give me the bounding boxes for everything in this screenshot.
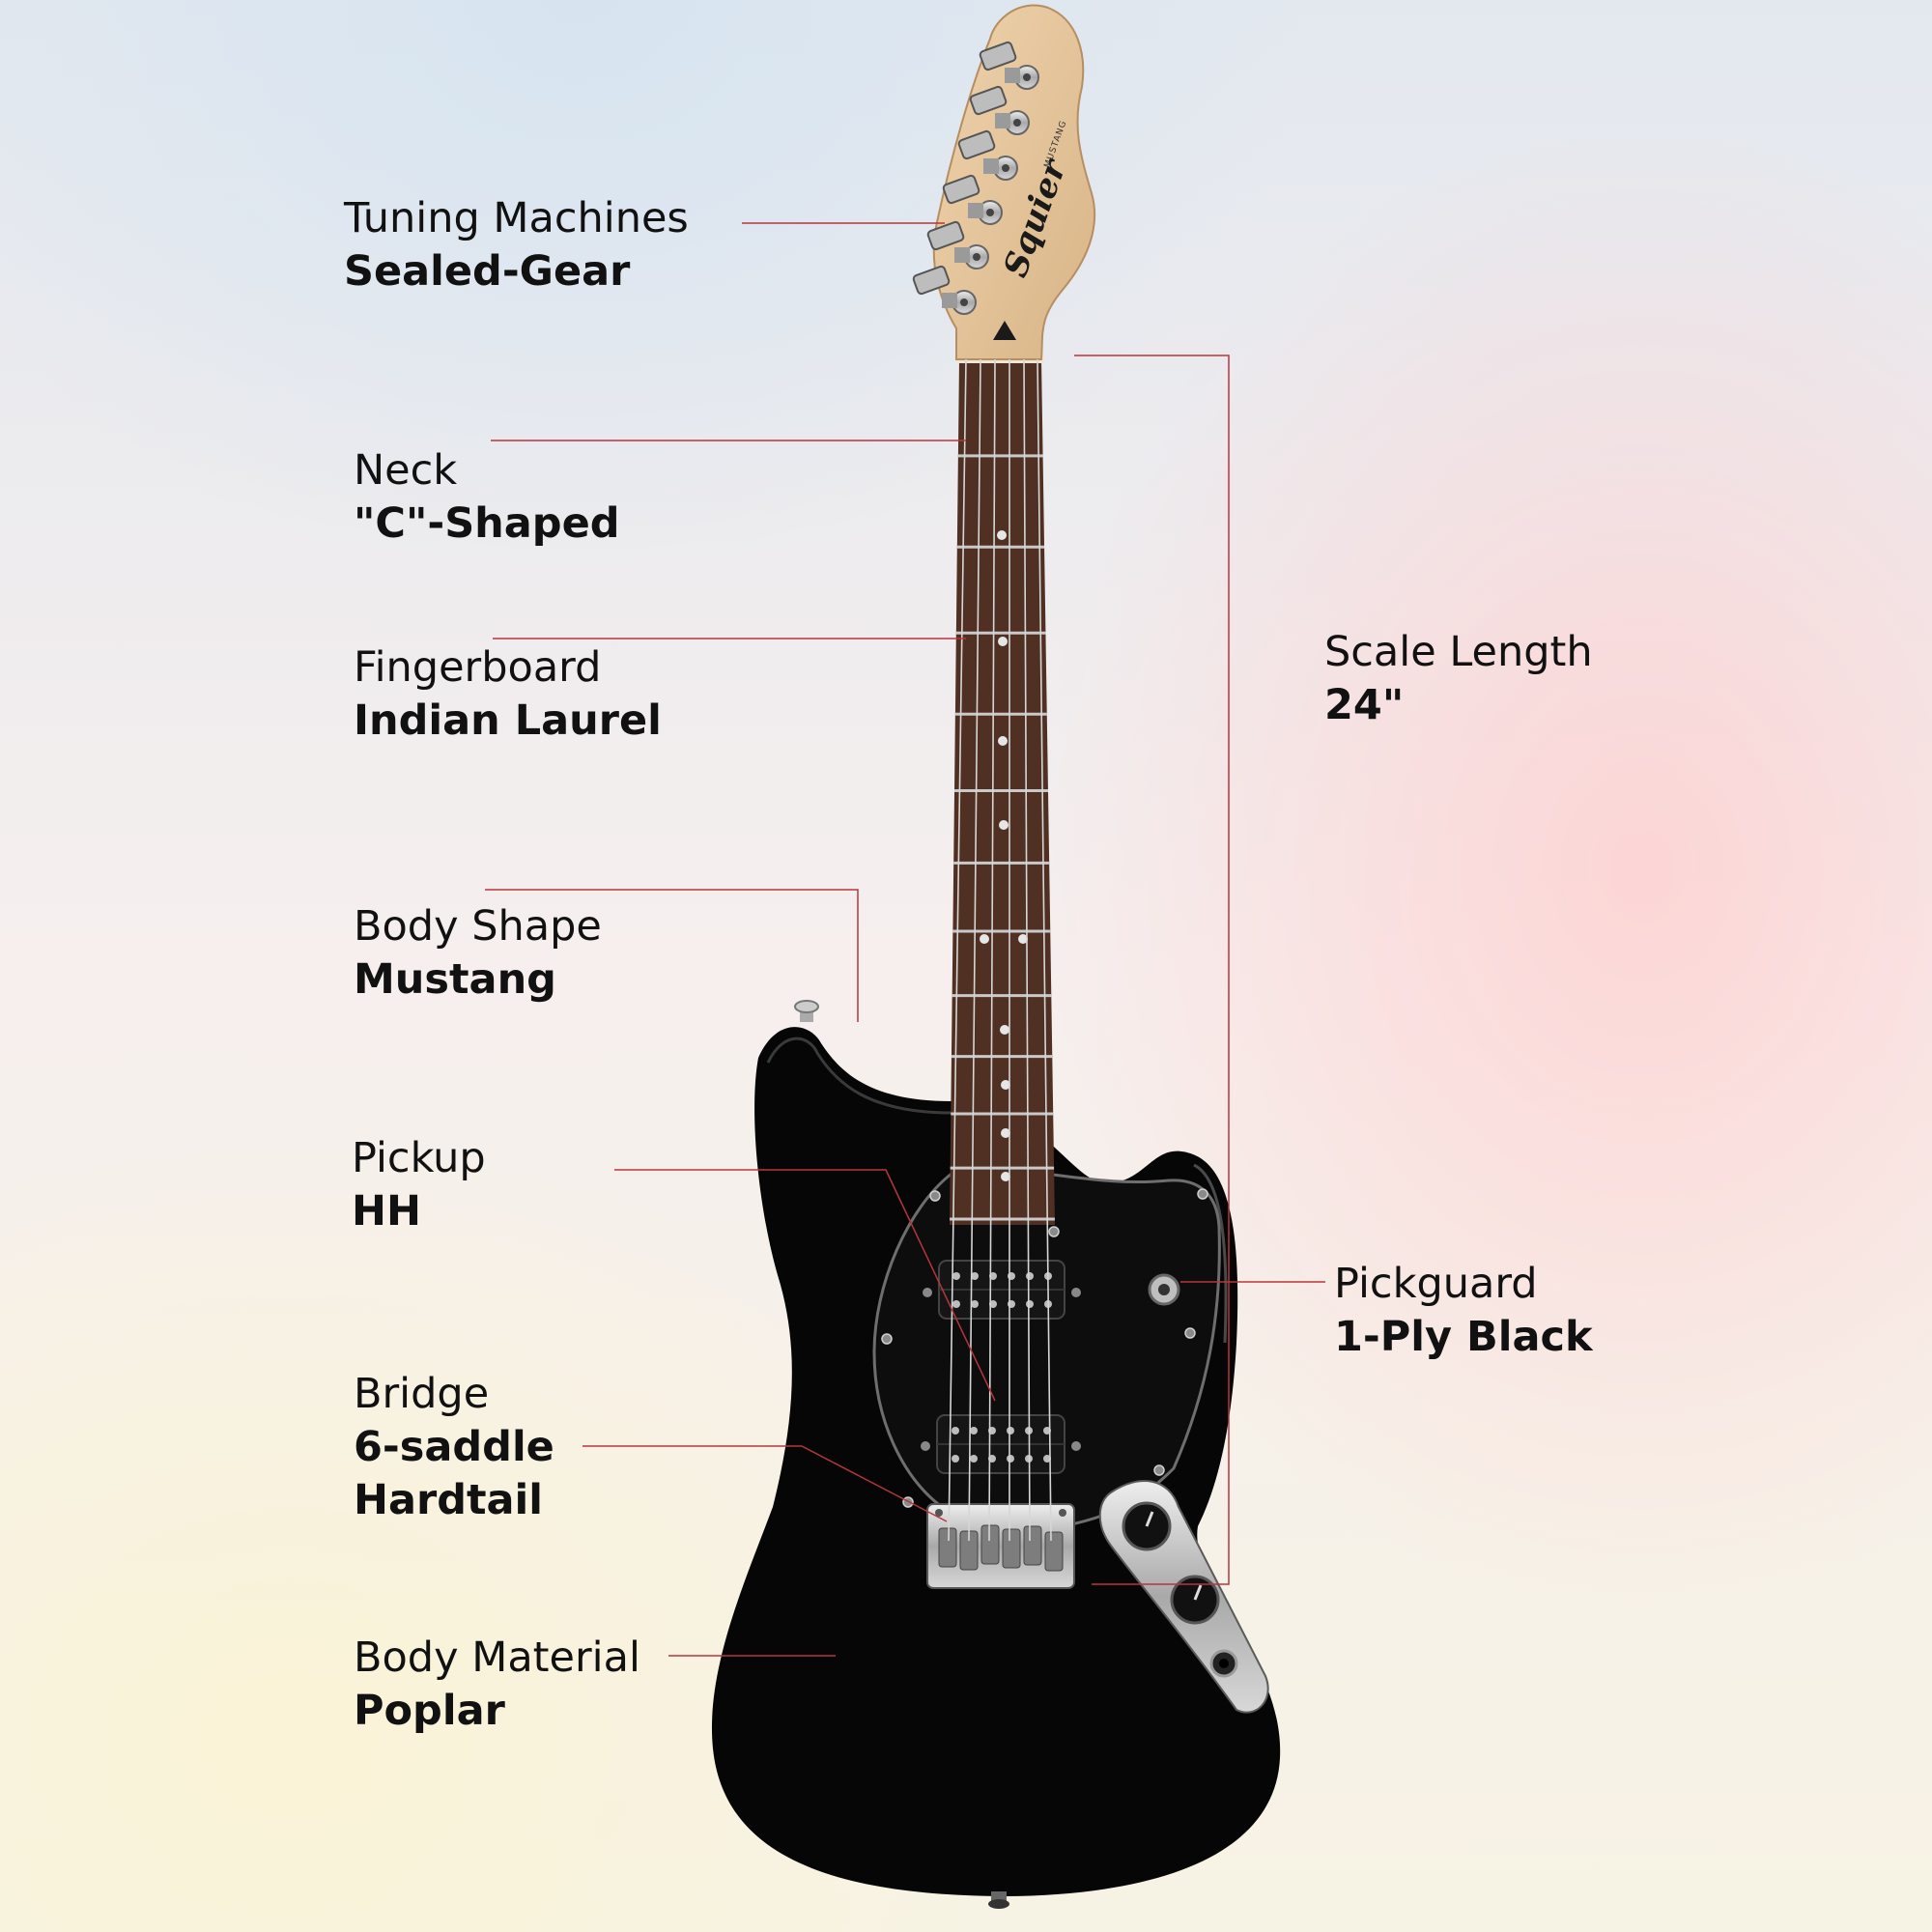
tuner <box>957 129 1018 181</box>
callout-lines <box>485 222 1325 1657</box>
spec-bridge: Bridge 6-saddle Hardtail <box>354 1368 554 1527</box>
neck-pickup <box>923 1260 1081 1320</box>
spec-scale-length: Scale Length 24" <box>1324 626 1593 732</box>
spec-title: Body Material <box>354 1634 640 1682</box>
callout-line-bridge <box>582 1445 948 1522</box>
fret-markers <box>980 530 1028 1181</box>
bridge-pickup <box>921 1414 1081 1474</box>
spec-fingerboard: Fingerboard Indian Laurel <box>354 641 662 748</box>
spec-neck: Neck "C"-Shaped <box>354 444 620 551</box>
spec-title: Pickup <box>352 1134 486 1182</box>
tuner <box>942 174 1003 225</box>
strap-button-top <box>794 1000 819 1022</box>
tuner <box>979 41 1039 90</box>
strap-button-bottom <box>988 1891 1009 1909</box>
spec-pickguard: Pickguard 1-Ply Black <box>1334 1258 1593 1364</box>
volume-knob <box>1122 1501 1172 1551</box>
tuning-machines <box>912 41 1039 315</box>
spec-title: Scale Length <box>1324 628 1593 676</box>
tuner <box>912 265 977 315</box>
spec-value: 6-saddle <box>354 1423 554 1471</box>
spec-value: 1-Ply Black <box>1334 1313 1593 1361</box>
spec-pickup: Pickup HH <box>352 1132 486 1238</box>
body-edge-highlight-right <box>1193 1163 1228 1344</box>
tone-knob <box>1170 1575 1220 1625</box>
spec-title: Tuning Machines <box>344 194 689 242</box>
spec-value: Indian Laurel <box>354 696 662 745</box>
frets <box>950 454 1055 1221</box>
spec-value: 24" <box>1324 681 1405 729</box>
pickguard-screws <box>881 1188 1208 1508</box>
pickup-selector-switch <box>1148 1273 1180 1306</box>
spec-tuning-machines: Tuning Machines Sealed-Gear <box>344 192 689 298</box>
callout-line-body-shape <box>485 889 859 1022</box>
spec-body-material: Body Material Poplar <box>354 1632 640 1738</box>
spec-value-line2: Hardtail <box>354 1476 544 1524</box>
truss-rod-cover <box>993 321 1016 340</box>
spec-value: Mustang <box>354 955 556 1004</box>
spec-title: Fingerboard <box>354 643 602 692</box>
tuner <box>926 220 989 270</box>
spec-value: "C"-Shaped <box>354 499 620 548</box>
spec-value: Sealed-Gear <box>344 247 631 296</box>
spec-title: Body Shape <box>354 902 602 951</box>
strings <box>948 358 1052 1542</box>
body-edge-highlight <box>766 1037 952 1115</box>
headstock <box>932 4 1096 360</box>
bridge <box>926 1503 1075 1589</box>
spec-value: Poplar <box>354 1687 505 1735</box>
spec-title: Neck <box>354 446 458 495</box>
tuner <box>969 85 1030 135</box>
spec-value: HH <box>352 1187 421 1236</box>
spec-body-shape: Body Shape Mustang <box>354 900 602 1007</box>
spec-title: Pickguard <box>1334 1260 1538 1308</box>
output-jack <box>1209 1649 1238 1678</box>
callout-line-scale-length <box>1074 355 1230 1585</box>
spec-title: Bridge <box>354 1370 490 1418</box>
callout-line-pickup <box>614 1169 996 1402</box>
